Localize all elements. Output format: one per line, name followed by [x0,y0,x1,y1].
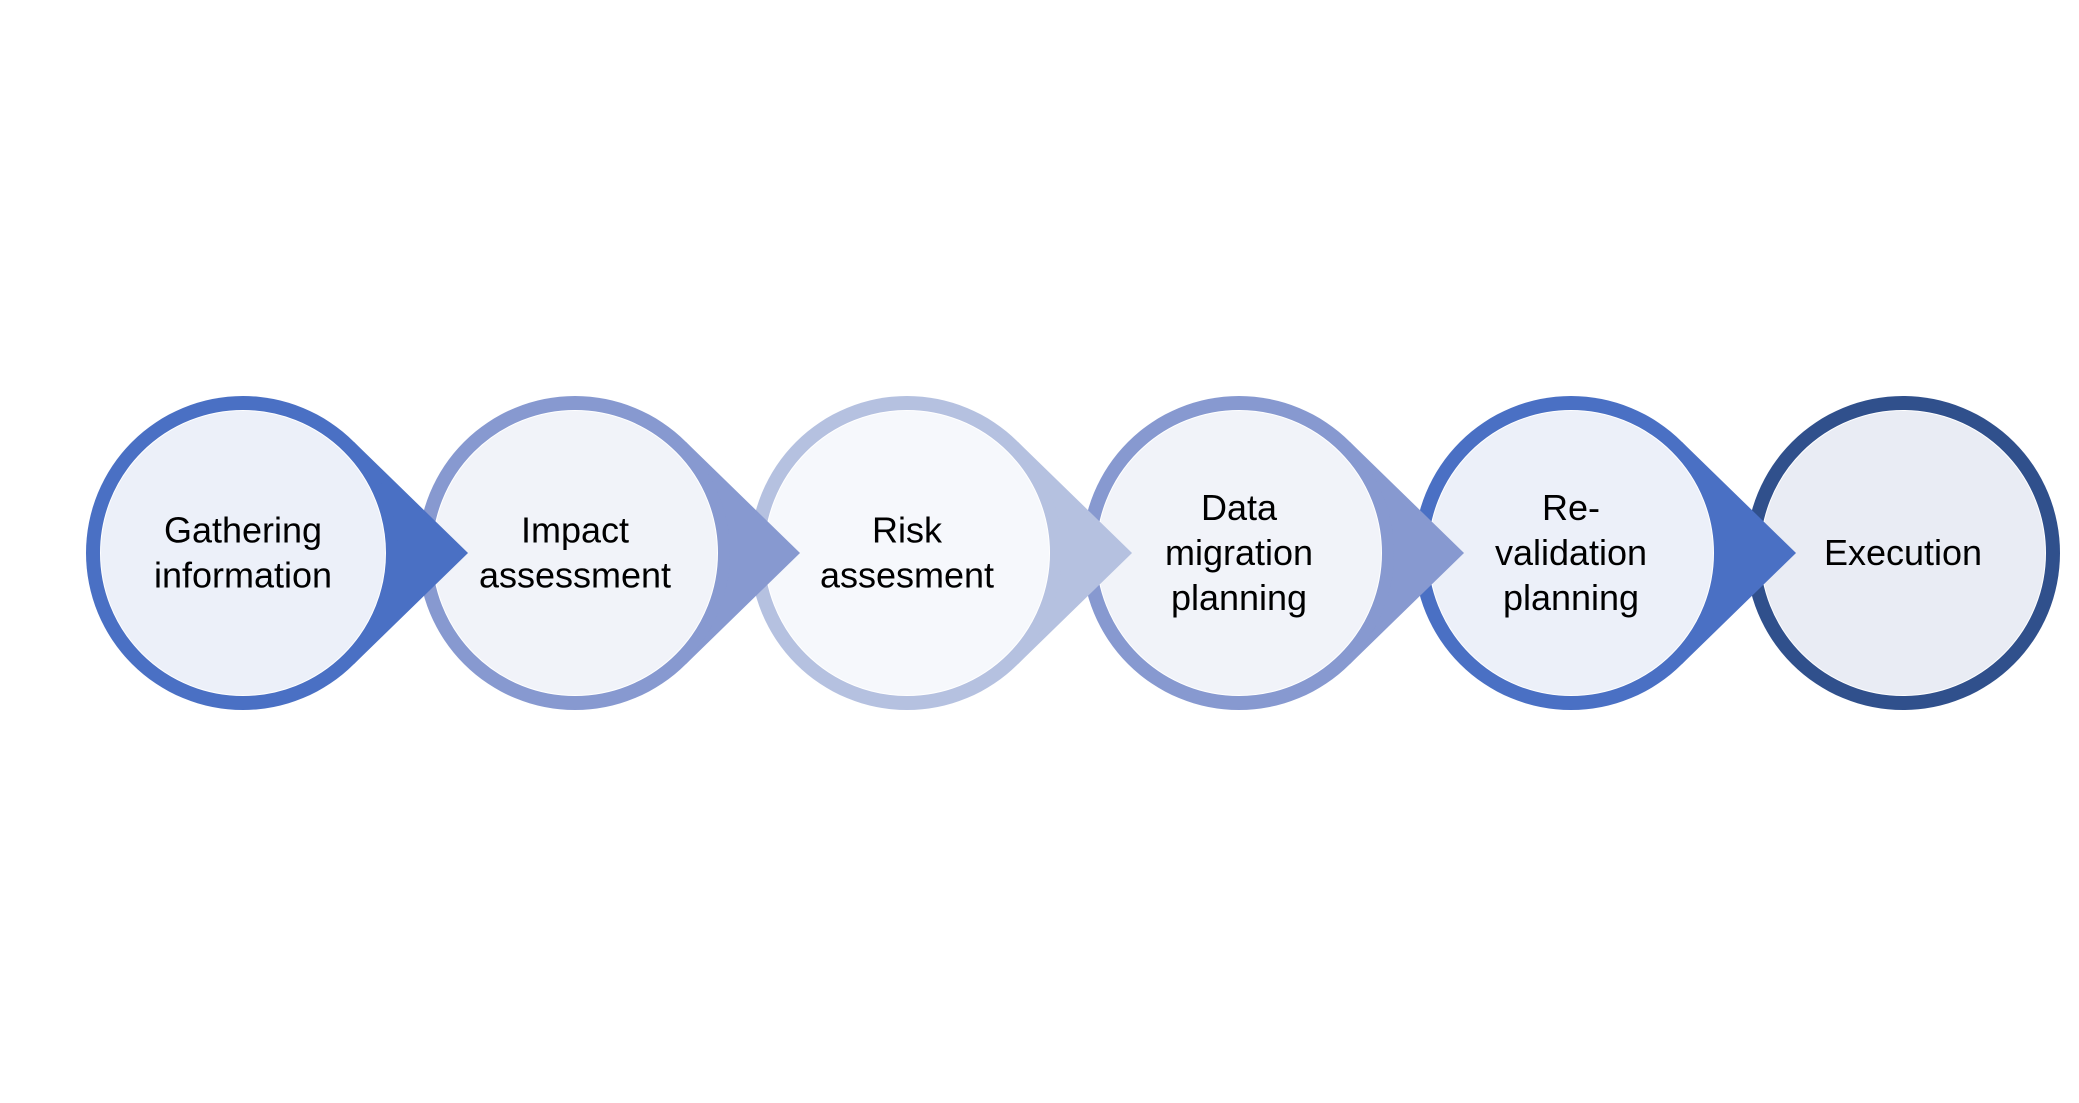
step-label-line: Data [1201,487,1278,528]
step-label-line: assessment [479,555,671,596]
step-label-line: planning [1171,577,1307,618]
step-fill [765,411,1049,695]
step-fill [101,411,385,695]
step-label-line: planning [1503,577,1639,618]
step-label-line: Risk [872,510,943,551]
step-fill [433,411,717,695]
process-step-6: Execution [1746,396,2060,710]
step-ring-band [88,398,398,708]
step-label-line: Execution [1824,532,1982,573]
step-label-line: Impact [521,510,629,551]
step-fill [1761,411,2045,695]
step-label-line: assesment [820,555,994,596]
step-label-line: validation [1495,532,1647,573]
step-label-line: information [154,555,332,596]
step-label-line: Re- [1542,487,1600,528]
step-fill [1097,411,1381,695]
step-fill [1429,411,1713,695]
step-label-line: migration [1165,532,1313,573]
step-label-line: Gathering [164,510,322,551]
